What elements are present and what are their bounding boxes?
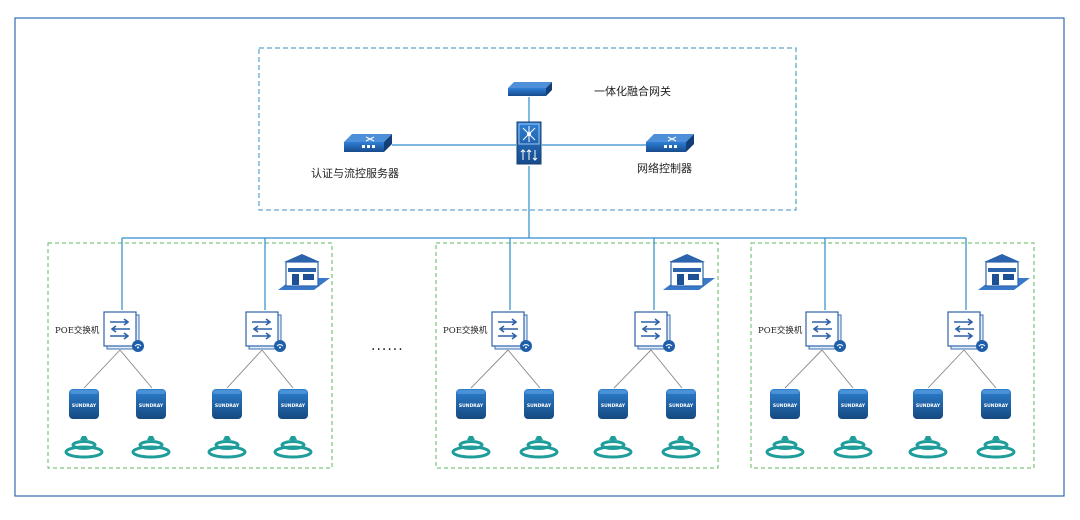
ellipsis: ...... [371, 338, 404, 354]
access-point-icon [913, 389, 943, 419]
poe-switch-icon [947, 311, 989, 353]
access-point-icon [456, 389, 486, 419]
core-links [122, 97, 966, 239]
group-box-3 [750, 242, 1035, 469]
access-point-icon [981, 389, 1011, 419]
gateway-label: 一体化融合网关 [594, 85, 671, 98]
poe-switch-label: POE交换机 [55, 326, 100, 336]
network-controller-label: 网络控制器 [637, 162, 692, 175]
wifi-signal-icon [64, 434, 104, 459]
access-point-icon [136, 389, 166, 419]
wifi-signal-icon [908, 434, 948, 459]
group-box-2 [435, 242, 719, 469]
building-icon [277, 253, 331, 291]
poe-switch-icon [805, 311, 847, 353]
poe-switch-icon [491, 311, 533, 353]
poe-switch-label: POE交换机 [758, 326, 803, 336]
access-points [69, 389, 1011, 419]
poe-switch-label: POE交换机 [443, 326, 488, 336]
building-icon [977, 253, 1031, 291]
wifi-signal-icon [207, 434, 247, 459]
poe-switch-icon [634, 311, 676, 353]
wifi-signal-icon [273, 434, 313, 459]
wifi-signal-icon [131, 434, 171, 459]
ap-links [83, 349, 997, 389]
wifi-signal-icon [765, 434, 805, 459]
core-switch-icon [516, 121, 542, 165]
group-box-1 [47, 242, 333, 469]
wifi-signal-icon [451, 434, 491, 459]
access-point-icon [278, 389, 308, 419]
poe-switch-icon [103, 311, 145, 353]
outer-border [14, 17, 1065, 497]
access-point-icon [212, 389, 242, 419]
wifi-signal-icon [976, 434, 1016, 459]
wifi-signals [64, 434, 1016, 459]
server-icon [343, 133, 393, 153]
gateway-icon [508, 82, 552, 96]
access-point-icon [69, 389, 99, 419]
wifi-signal-icon [661, 434, 701, 459]
core-network-box [258, 47, 797, 211]
poe-uplinks [121, 238, 967, 310]
wifi-signal-icon [593, 434, 633, 459]
access-point-icon [598, 389, 628, 419]
poe-switch-icon [245, 311, 287, 353]
building-icon [662, 253, 716, 291]
access-point-icon [666, 389, 696, 419]
auth-server-label: 认证与流控服务器 [311, 167, 399, 180]
access-point-icon [838, 389, 868, 419]
wifi-signal-icon [519, 434, 559, 459]
wifi-signal-icon [833, 434, 873, 459]
access-point-icon [770, 389, 800, 419]
access-point-icon [524, 389, 554, 419]
controller-icon [645, 133, 695, 153]
